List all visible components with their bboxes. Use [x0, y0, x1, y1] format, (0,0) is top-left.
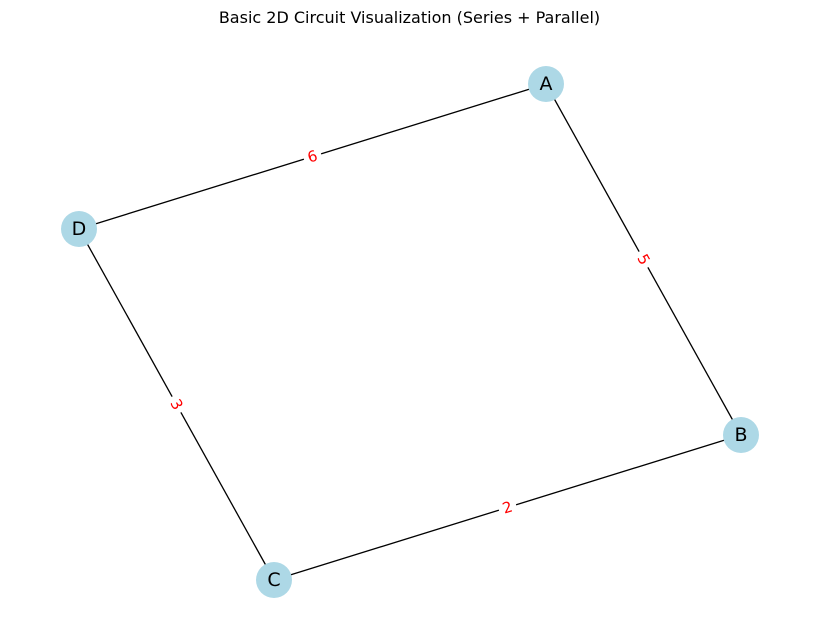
node-label: A — [540, 73, 553, 95]
node-label: D — [72, 218, 87, 240]
edge-label-background — [163, 391, 190, 418]
edge-label-b-c: 2 — [495, 495, 520, 520]
edge-label-background — [630, 246, 657, 273]
edges-layer — [78, 83, 742, 581]
edge-labels-layer: 5 2 3 6 — [163, 144, 657, 520]
node-circle — [528, 66, 564, 102]
edge-label-a-b: 5 — [630, 246, 657, 273]
node-circle — [723, 417, 759, 453]
node-d: D — [61, 211, 97, 247]
edge-label-background — [495, 495, 520, 520]
node-circle — [61, 211, 97, 247]
node-a: A — [528, 66, 564, 102]
node-b: B — [723, 417, 759, 453]
edge-label-background — [300, 144, 325, 169]
node-circle — [256, 562, 292, 598]
node-label: C — [267, 569, 280, 591]
nodes-layer: A B C D — [61, 66, 759, 598]
edge-label-c-d: 3 — [163, 391, 190, 418]
figure-title: Basic 2D Circuit Visualization (Series +… — [218, 8, 601, 27]
node-c: C — [256, 562, 292, 598]
edge-label-d-a: 6 — [300, 144, 325, 169]
node-label: B — [734, 424, 747, 446]
